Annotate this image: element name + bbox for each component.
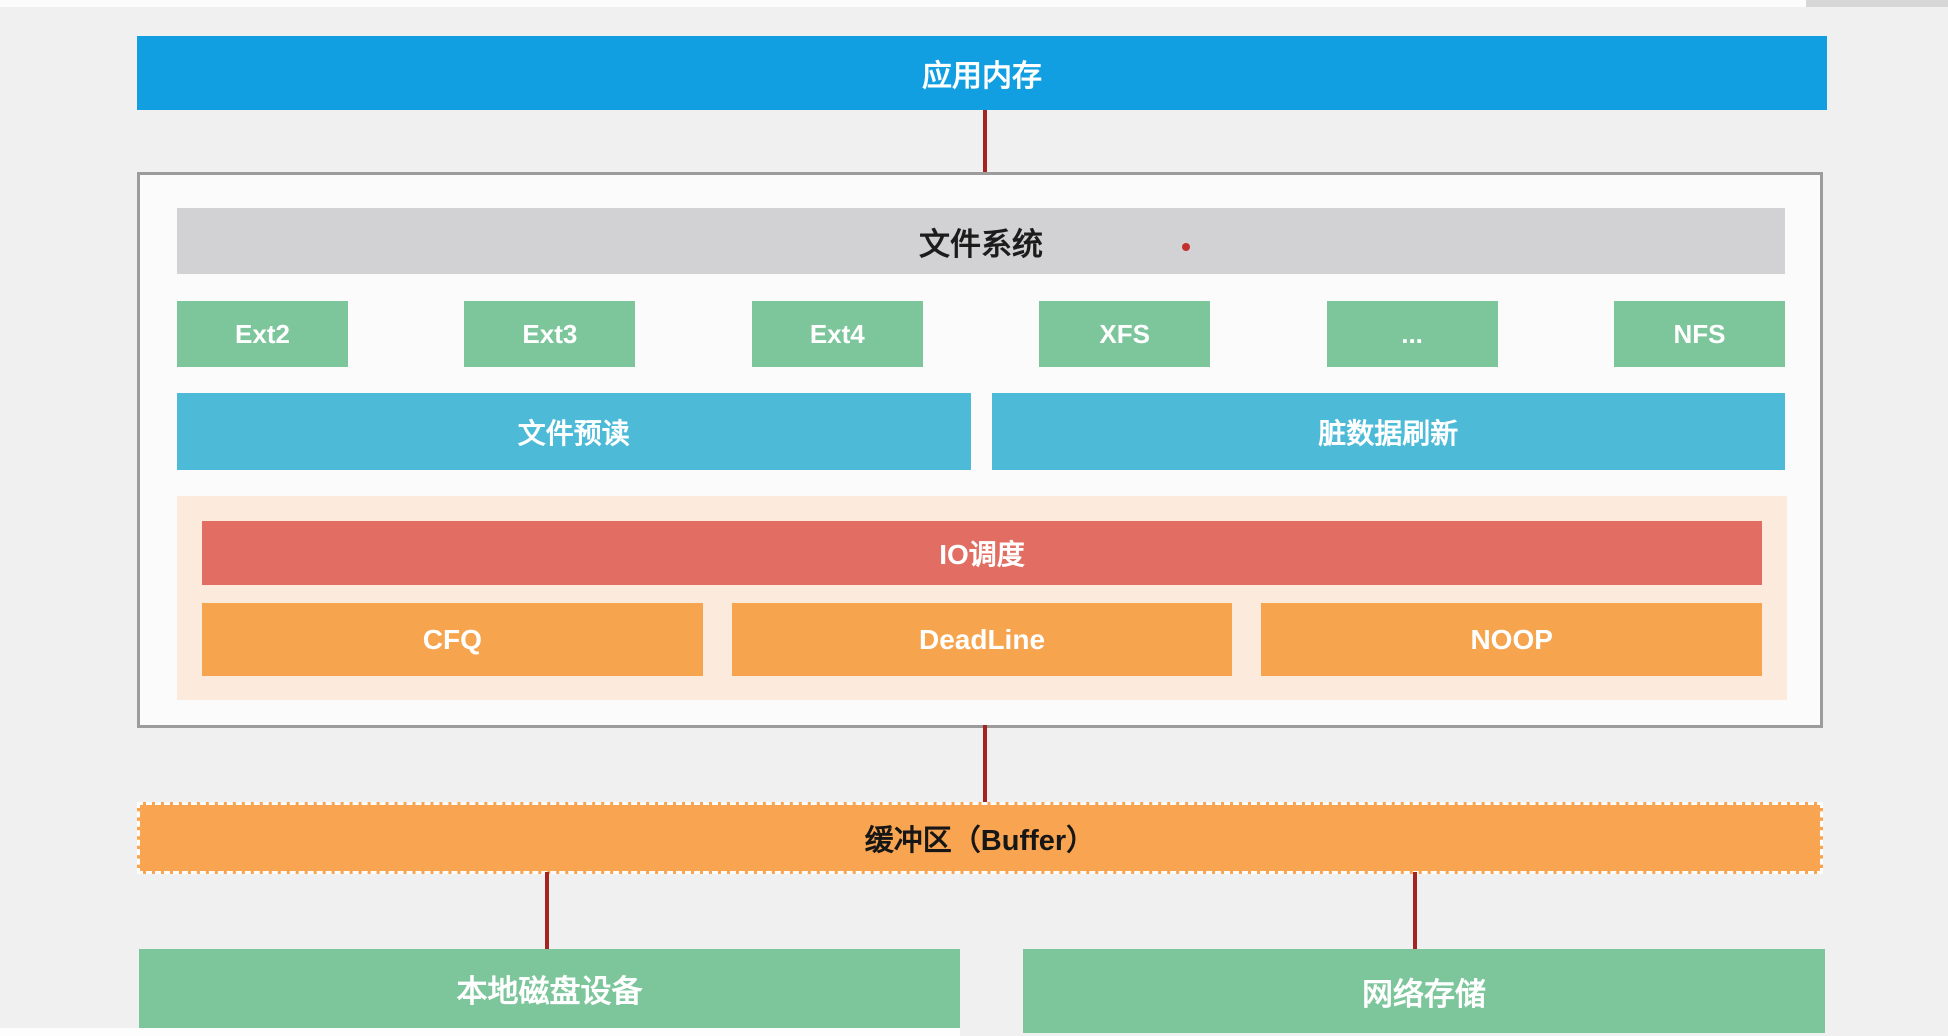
app-memory-bar: 应用内存 [137,36,1827,110]
filesystem-title-label: 文件系统 [919,226,1043,262]
fs-type-box-ext3: Ext3 [464,301,636,367]
red-pointer-dot [1182,243,1190,251]
fs-type-label: Ext3 [522,318,578,349]
filesystem-title-bar: 文件系统 [177,208,1785,274]
scheduler-box-cfq: CFQ [202,603,703,676]
connector-appmemory-to-filesystem [983,110,987,174]
connector-buffer-to-localdisk [545,872,549,951]
top-edge-strip-dark [1806,0,1948,7]
fs-type-label: NFS [1673,318,1726,349]
fs-type-label: XFS [1099,318,1150,349]
bottom-edge-strip [0,1028,960,1036]
buffer-label: 缓冲区（Buffer） [864,825,1096,857]
fs-type-box-nfs: NFS [1613,301,1785,367]
fs-type-label: Ext2 [235,318,290,349]
file-readahead-bar: 文件预读 [177,393,971,470]
file-readahead-label: 文件预读 [517,417,630,449]
scheduler-label: NOOP [1470,623,1553,655]
local-disk-box: 本地磁盘设备 [139,949,960,1028]
io-scheduling-title-bar: IO调度 [202,521,1762,585]
filesystem-type-row: Ext2 Ext3 Ext4 XFS ... NFS [177,301,1785,367]
fs-type-box-xfs: XFS [1039,301,1211,367]
local-disk-label: 本地磁盘设备 [456,974,643,1009]
network-storage-label: 网络存储 [1362,976,1486,1012]
fs-type-box-ext2: Ext2 [177,301,348,367]
page-cache-row: 文件预读 脏数据刷新 [177,393,1785,470]
connector-filesystem-to-buffer [983,725,987,804]
dirty-flush-bar: 脏数据刷新 [991,393,1785,470]
io-scheduling-title-label: IO调度 [939,539,1025,570]
filesystem-container: 文件系统 Ext2 Ext3 Ext4 XFS ... NFS [137,172,1823,728]
fs-type-box-ext4: Ext4 [751,301,923,367]
scheduler-label: CFQ [422,623,482,655]
buffer-bar: 缓冲区（Buffer） [137,802,1823,874]
scheduler-box-noop: NOOP [1261,603,1763,676]
scheduler-label: DeadLine [918,623,1046,655]
connector-buffer-to-network [1413,872,1417,951]
scheduler-row: CFQ DeadLine NOOP [202,603,1763,676]
network-storage-box: 网络存储 [1023,949,1825,1033]
top-edge-strip [0,0,1948,7]
io-scheduling-container: IO调度 CFQ DeadLine NOOP [177,496,1787,700]
fs-type-box-ellipsis: ... [1326,301,1498,367]
dirty-flush-label: 脏数据刷新 [1318,417,1459,449]
scheduler-box-deadline: DeadLine [731,603,1233,676]
fs-type-label: Ext4 [809,318,865,349]
app-memory-label: 应用内存 [922,60,1042,93]
fs-type-label: ... [1401,318,1423,349]
